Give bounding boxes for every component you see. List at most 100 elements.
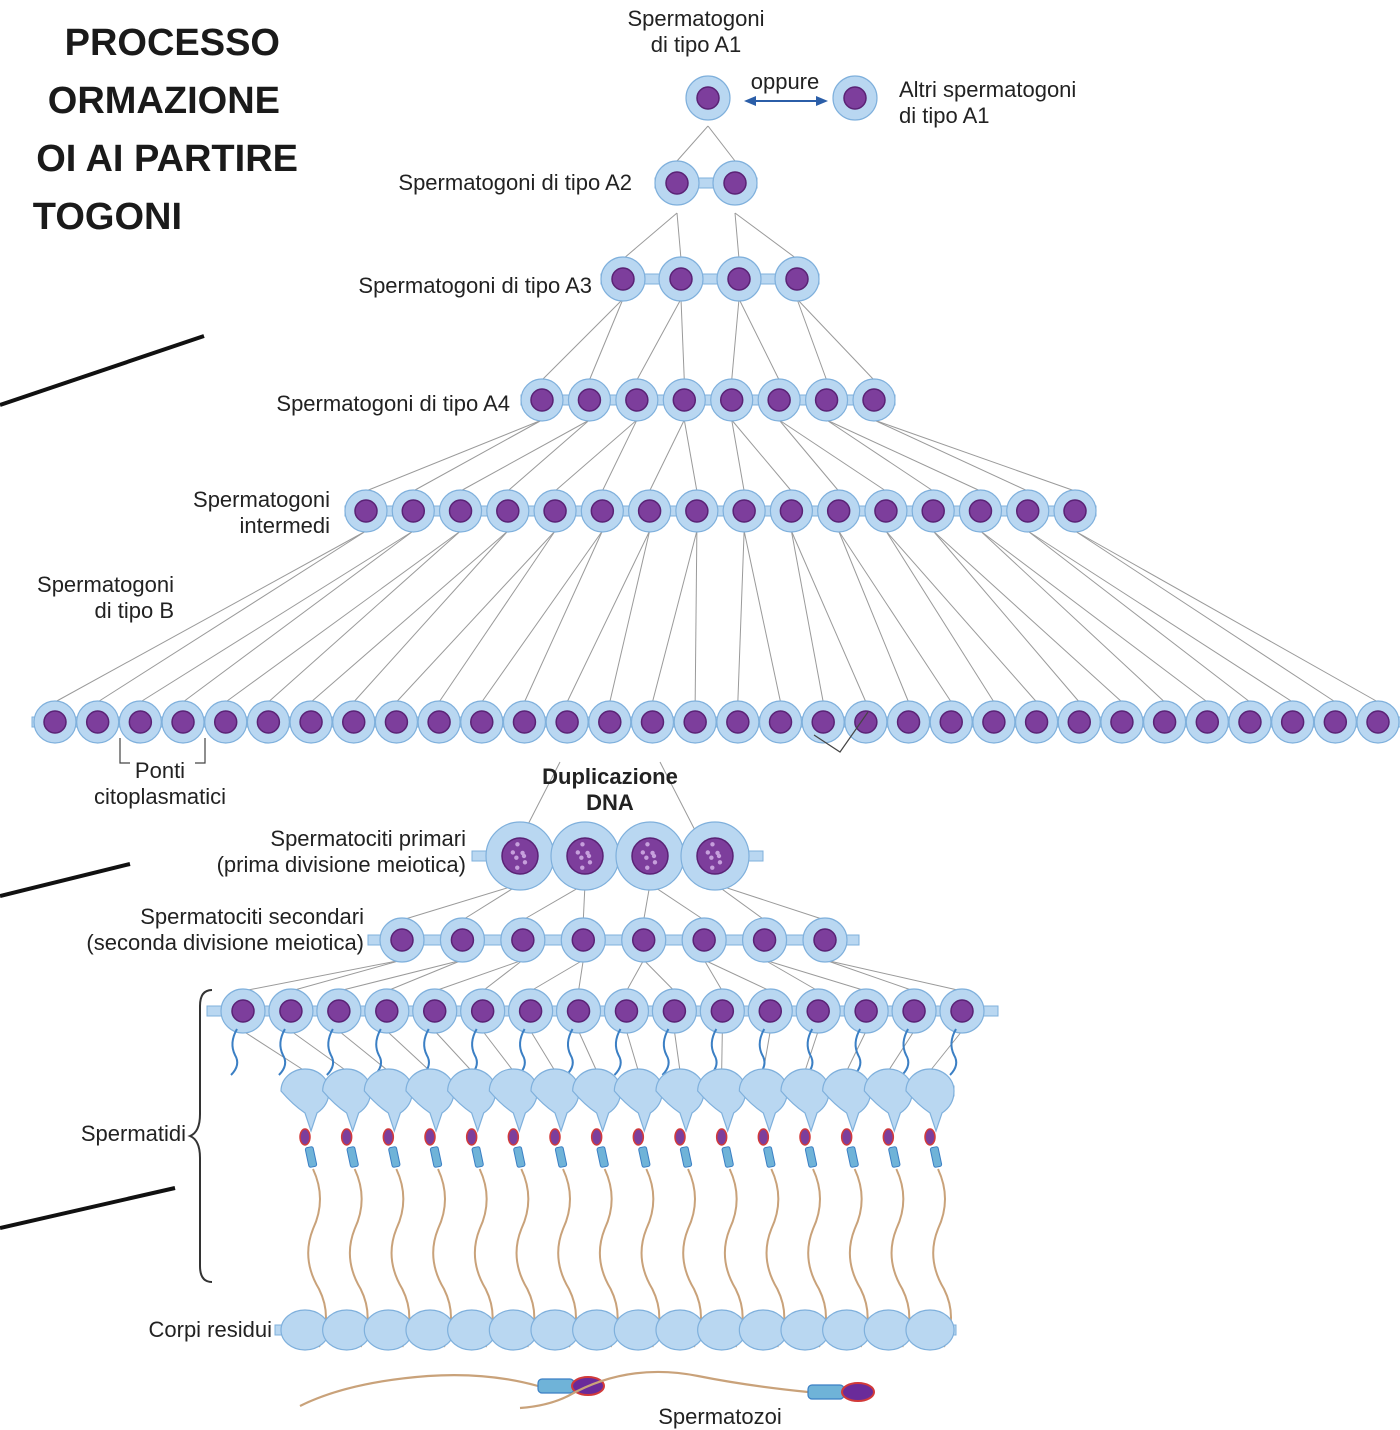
residual-body: [447, 1309, 497, 1351]
chromatin-granule: [580, 865, 585, 870]
connector-intermedi-b: [790, 530, 824, 703]
residual-body: [863, 1309, 913, 1351]
connector-spermatidi-stage: [673, 1030, 681, 1072]
intermedi-cell-nucleus: [1015, 499, 1040, 523]
elongating-spermatid-body: [822, 1068, 872, 1133]
chromatin-granule: [522, 860, 528, 865]
sperm-midpiece: [804, 1146, 818, 1168]
sperm-head: [382, 1128, 395, 1146]
elongating-spermatid-body: [447, 1068, 497, 1133]
spermatid-flagellum: [757, 1028, 766, 1076]
sperm-midpiece: [513, 1146, 526, 1168]
label-a1-top: Spermatogoni di tipo A1: [627, 6, 765, 57]
elongating-spermatid-body: [655, 1068, 705, 1133]
spermatidi-cell-nucleus: [518, 999, 543, 1023]
connector-intermedi-b: [743, 530, 782, 703]
chromatin-granule: [640, 850, 646, 855]
chromatin-granule: [710, 842, 715, 847]
connector-a4-intermedi: [731, 419, 745, 492]
secondari-cell-nucleus: [511, 928, 535, 952]
a1-other-group: [832, 75, 878, 121]
tipo-b-cell-nucleus: [128, 710, 153, 734]
title-block: PROCESSO ORMAZIONE OI AI PARTIRE TOGONI: [0, 14, 300, 254]
a4-cell-nucleus: [862, 388, 886, 412]
sperm-tail: [598, 1168, 619, 1348]
chromatin-granule: [644, 855, 649, 860]
tipo-b-cell-nucleus: [43, 710, 67, 734]
spermatozoon-midpiece: [537, 1378, 575, 1394]
elongating-spermatid-body: [572, 1068, 622, 1133]
connector-intermedi-b: [182, 530, 414, 703]
connector-intermedi-b: [885, 530, 995, 703]
tipo-b-cell-nucleus: [256, 710, 281, 734]
connector-a4-intermedi: [507, 419, 590, 492]
primari-cell-nucleus: [696, 837, 734, 875]
connector-secondari-spermatidi: [764, 959, 819, 992]
sperm-midpiece: [471, 1146, 484, 1168]
residual-body: [405, 1309, 455, 1351]
sperm-tail: [640, 1168, 661, 1348]
tipo-b-cell-nucleus: [640, 710, 665, 734]
tipo-b-cell-nucleus: [683, 710, 707, 734]
arrow-head-right: [816, 96, 828, 106]
spermatidi-row: [206, 988, 999, 1076]
spermatid-flagellum: [949, 1028, 958, 1076]
secondari-cell-nucleus: [390, 928, 414, 952]
spermatidi-elongating-row: [280, 1068, 955, 1348]
label-a2: Spermatogoni di tipo A2: [398, 170, 632, 195]
connector-a4-intermedi: [826, 419, 981, 492]
residual-body: [822, 1309, 872, 1351]
label-spermatozoi: Spermatozoi: [658, 1404, 782, 1429]
elongating-spermatid-body: [697, 1068, 747, 1133]
chromatin-granule: [587, 860, 593, 865]
connector-spermatidi-stage: [530, 1030, 556, 1072]
tipo-b-cell-nucleus: [854, 710, 878, 734]
tipo-b-cell-nucleus: [811, 710, 835, 734]
tipo-b-cell-nucleus: [299, 710, 323, 734]
a2-row: [654, 160, 758, 206]
sperm-tail: [848, 1168, 869, 1348]
primari-cell-nucleus: [631, 837, 669, 875]
chromatin-granule: [520, 850, 525, 856]
chromatin-granule: [645, 842, 650, 847]
secondari-cell-nucleus: [631, 928, 656, 952]
tipo-b-cell-nucleus: [1067, 710, 1092, 734]
tipo-b-cell-nucleus: [1323, 710, 1348, 734]
spermatidi-cell-nucleus: [614, 999, 639, 1023]
connector-a3-a4: [738, 298, 780, 381]
spermatozoon-head: [841, 1382, 875, 1402]
intermedi-cell-nucleus: [448, 499, 473, 523]
a4-cell-nucleus: [672, 388, 697, 412]
a1-main-cell-nucleus: [696, 86, 720, 110]
spermatidi-bridge: [206, 1005, 999, 1017]
intermedi-cell-nucleus: [826, 499, 851, 523]
spermatidi-cell-nucleus: [327, 999, 351, 1023]
tipo-b-cell-nucleus: [470, 710, 494, 734]
intermedi-cell-nucleus: [921, 499, 945, 523]
residual-body: [488, 1309, 538, 1351]
arrow-head-left: [744, 96, 756, 106]
connector-spermatidi-stage: [625, 1030, 639, 1072]
spermatidi-cell-nucleus: [758, 999, 783, 1023]
tipo-b-cell-nucleus: [982, 710, 1006, 734]
tipo-b-cell-nucleus: [896, 710, 921, 734]
tipo-b-cell-nucleus: [939, 710, 963, 734]
connector-spermatidi-stage: [386, 1030, 431, 1072]
connector-intermedi-b: [523, 530, 603, 703]
connector-secondari-spermatidi: [386, 959, 463, 992]
spermatidi-cell-nucleus: [710, 999, 735, 1023]
sperm-tail: [390, 1168, 411, 1348]
spermatidi-cell-nucleus: [902, 999, 926, 1023]
sperm-tail: [682, 1168, 702, 1348]
residual-body: [905, 1309, 955, 1351]
connector-spermatidi-stage: [721, 1030, 723, 1072]
spermatid-flagellum: [469, 1028, 478, 1076]
connector-intermedi-b: [838, 530, 952, 703]
intermedi-cell-nucleus: [685, 499, 709, 523]
connector-intermedi-b: [932, 530, 1080, 703]
connector-intermedi-b: [396, 530, 556, 703]
sperm-head: [882, 1128, 895, 1146]
connector-intermedi-b: [980, 530, 1165, 703]
spermatidi-cell-nucleus: [566, 999, 591, 1023]
secondari-row: [367, 917, 860, 963]
